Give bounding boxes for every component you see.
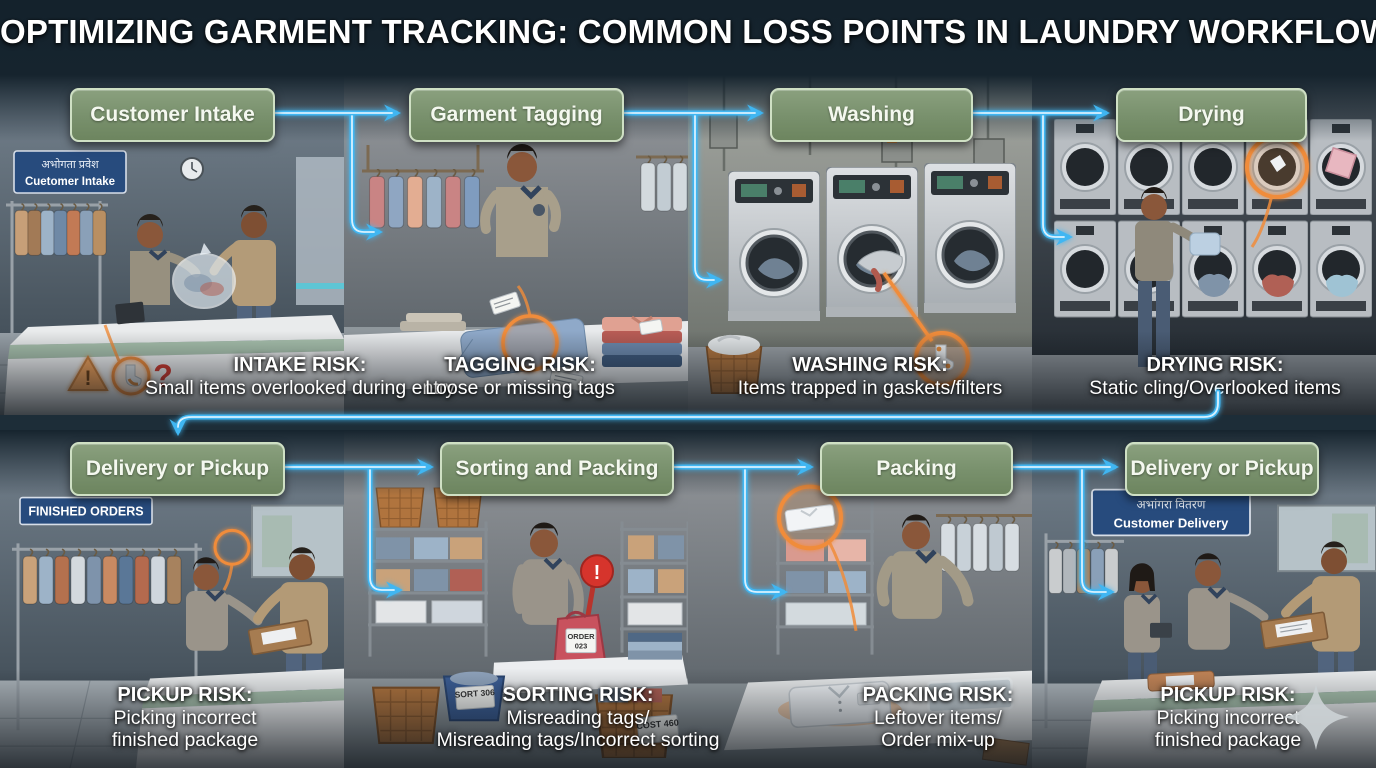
laundry-bag	[172, 243, 236, 309]
pickup-package	[247, 619, 313, 656]
stage-box-drying: Drying	[1116, 88, 1307, 142]
risk-caption-tagging: TAGGING RISK: Loose or missing tags	[425, 354, 615, 399]
risk-title: SORTING RISK:	[502, 684, 654, 706]
risk-title: PICKUP RISK:	[117, 684, 253, 706]
wall-clock-icon	[180, 157, 204, 181]
washer-1	[728, 171, 820, 321]
stage-cell-pickup-left: FINISHED ORDERS	[0, 430, 344, 768]
svg-text:FINISHED ORDERS: FINISHED ORDERS	[28, 505, 143, 519]
risk-line: Misreading tags/Incorrect sorting	[436, 729, 720, 751]
attendant-person	[130, 214, 201, 305]
risk-line: Loose or missing tags	[425, 377, 615, 399]
clothes-in-dryers	[1198, 273, 1358, 297]
risk-title: PICKUP RISK:	[1160, 684, 1296, 706]
delivery-package	[1260, 611, 1329, 650]
workflow-row-bottom: FINISHED ORDERS	[0, 430, 1376, 768]
risk-title: DRYING RISK:	[1146, 354, 1284, 376]
folded-pile-gray	[400, 313, 466, 331]
risk-caption-washing: WASHING RISK: Items trapped in gaskets/f…	[738, 354, 1002, 399]
svg-text:अभांगरा वितरण: अभांगरा वितरण	[1137, 498, 1206, 512]
folded-stack-on-table	[628, 632, 682, 660]
risk-caption-packing: PACKING RISK: Leftover items/ Order mix-…	[863, 684, 1014, 751]
finished-orders-sign: FINISHED ORDERS	[19, 496, 153, 526]
sparkle-icon	[1283, 684, 1349, 750]
risk-title: TAGGING RISK:	[444, 354, 596, 376]
staff-man-person	[1188, 553, 1269, 650]
svg-text:ORDER: ORDER	[567, 632, 595, 641]
customer-delivery-sign: अभांगरा वितरण Customer Delivery	[1091, 488, 1251, 537]
risk-caption-sorting: SORTING RISK: Misreading tags/ Misreadin…	[437, 684, 720, 751]
stage-box-delivery-pickup-1: Delivery or Pickup	[70, 442, 285, 496]
hanging-shirts-right	[936, 514, 1032, 573]
intake-sign: अभोगता प्रवेश Cuetomer Intake	[13, 150, 127, 194]
stage-box-customer-intake: Customer Intake	[70, 88, 275, 142]
risk-caption-intake: INTAKE RISK: Small items overlooked duri…	[145, 354, 455, 399]
hanging-shirts-right	[636, 155, 688, 212]
risk-line: Leftover items/	[874, 707, 1002, 729]
risk-title: INTAKE RISK:	[233, 354, 367, 376]
svg-text:023: 023	[575, 642, 588, 651]
risk-title: PACKING RISK:	[862, 684, 1014, 706]
alert-balloon-icon: !	[580, 554, 614, 622]
shelf-stacks	[785, 539, 867, 626]
risk-line: Items trapped in gaskets/filters	[737, 377, 1003, 399]
risk-line: Small items overlooked during entry	[145, 377, 455, 399]
tagging-worker-person	[480, 144, 561, 257]
svg-text:!: !	[594, 562, 601, 584]
window	[296, 157, 344, 305]
risk-line: Picking incorrect	[1156, 707, 1300, 729]
pos-terminal	[115, 301, 145, 325]
stage-box-delivery-pickup-2: Delivery or Pickup	[1125, 442, 1319, 496]
stage-box-garment-tagging: Garment Tagging	[409, 88, 624, 142]
intake-sign-hindi: अभोगता प्रवेश	[41, 158, 99, 171]
attendant-person	[186, 557, 263, 651]
stage-box-sorting-packing: Sorting and Packing	[440, 442, 674, 496]
svg-text:Customer Delivery: Customer Delivery	[1114, 515, 1230, 530]
static-cling-item-icon	[1324, 146, 1358, 180]
risk-line: Static cling/Overlooked items	[1089, 377, 1341, 399]
overlooked-item-highlight-icon	[1245, 135, 1309, 248]
stage-box-washing: Washing	[770, 88, 973, 142]
scene-pickup-counter: FINISHED ORDERS	[0, 430, 344, 768]
risk-line: Order mix-up	[881, 729, 995, 751]
risk-caption-pickup-2: PICKUP RISK: Picking incorrect finished …	[1155, 684, 1301, 751]
shelf-right	[620, 521, 688, 653]
sorting-worker-person	[512, 522, 584, 625]
risk-caption-drying: DRYING RISK: Static cling/Overlooked ite…	[1089, 354, 1340, 399]
page-title: OPTIMIZING GARMENT TRACKING: COMMON LOSS…	[0, 13, 1376, 50]
risk-title: WASHING RISK:	[792, 354, 948, 376]
shelf-right-stacks	[627, 535, 684, 626]
risk-line: finished package	[111, 729, 259, 751]
stage-box-packing: Packing	[820, 442, 1013, 496]
packing-worker-person	[876, 514, 974, 619]
risk-caption-pickup-1: PICKUP RISK: Picking incorrect finished …	[112, 684, 258, 751]
risk-line: Picking incorrect	[113, 707, 257, 729]
washer-3	[924, 163, 1016, 313]
risk-line: finished package	[1154, 729, 1302, 751]
intake-sign-english: Cuetomer Intake	[25, 176, 115, 188]
washer-2	[826, 167, 918, 317]
risk-line: Misreading tags/	[506, 707, 650, 729]
mixup-highlight-icon	[213, 528, 251, 591]
clothes-spilling	[857, 250, 903, 292]
